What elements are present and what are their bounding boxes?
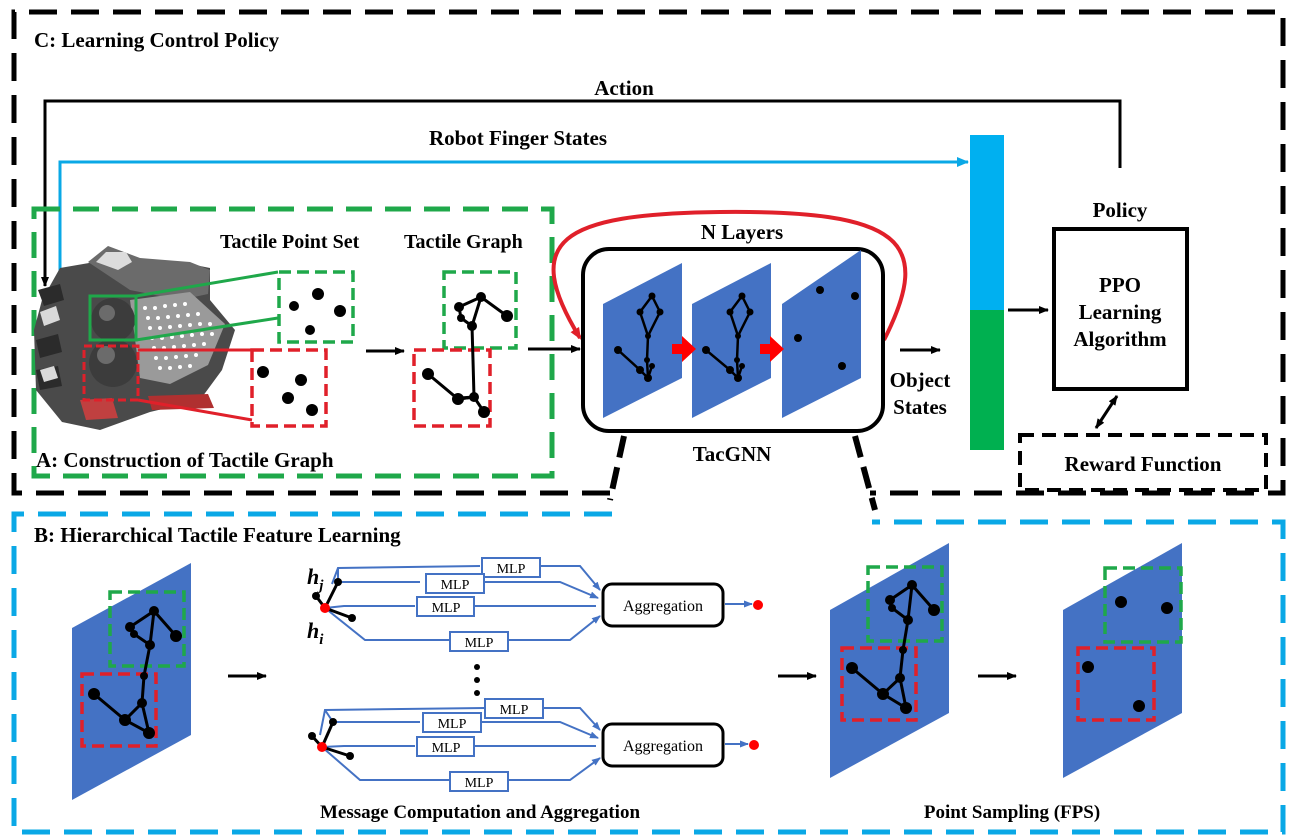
mlp-box-4: MLP — [449, 631, 509, 652]
expand-line-left — [607, 435, 627, 501]
mlp-box-1: MLP — [481, 557, 541, 578]
action-label: Action — [594, 76, 654, 100]
ppo-line2: Learning — [1079, 300, 1162, 324]
layer-1-graph — [614, 292, 664, 382]
message-group-bottom — [308, 707, 759, 781]
layer-2-graph — [702, 292, 754, 382]
reward-double-arrow — [1094, 395, 1119, 429]
panel-a-frame — [31, 206, 555, 479]
h-j-label: hj — [307, 564, 324, 594]
red-connector-bottom — [137, 398, 253, 422]
svg-text:Aggregation: Aggregation — [623, 598, 703, 615]
tactile-point-set-label: Tactile Point Set — [220, 231, 360, 253]
policy-label: Policy — [1093, 198, 1148, 222]
layer-3-points — [794, 286, 859, 370]
mlp-box-5: MLP — [484, 698, 544, 719]
point-sampling-label: Point Sampling (FPS) — [924, 802, 1100, 823]
n-layers-label: N Layers — [701, 220, 783, 244]
b-input-graph — [88, 606, 182, 739]
graph-green-box — [442, 270, 518, 350]
b-input-plane — [72, 563, 191, 800]
svg-text:MLP: MLP — [432, 741, 461, 756]
panel-b-title: B: Hierarchical Tactile Feature Learning — [34, 523, 401, 547]
aggregation-box-top: Aggregation — [601, 582, 725, 628]
h-i-label: hi — [307, 618, 324, 648]
expand-line-right — [852, 435, 878, 511]
fps-plane-1 — [830, 543, 949, 778]
svg-text:MLP: MLP — [465, 776, 494, 791]
fps-plane-2-red-box — [1076, 646, 1156, 722]
reward-function-box — [1018, 433, 1268, 492]
tactile-graph-label: Tactile Graph — [404, 231, 523, 253]
tactile-graph-nodes — [422, 292, 513, 418]
ellipsis-dots — [474, 664, 480, 696]
fps-plane-1-graph — [846, 580, 940, 714]
svg-text:MLP: MLP — [465, 636, 494, 651]
robot-finger-states-label: Robot Finger States — [429, 126, 607, 150]
n-layers-loop-arrow — [551, 209, 908, 341]
mlp-box-3: MLP — [416, 596, 475, 617]
object-states-label-line1: Object — [890, 368, 951, 392]
gnn-layer-plane-2 — [692, 263, 771, 418]
svg-text:Aggregation: Aggregation — [623, 738, 703, 755]
state-vector-green — [970, 310, 1004, 450]
mlp-box-2: MLP — [425, 573, 485, 594]
ppo-line1: PPO — [1099, 273, 1141, 297]
gnn-layer-plane-1 — [603, 263, 682, 418]
gnn-layer-plane-3 — [782, 250, 861, 418]
object-states-label-line2: States — [893, 395, 947, 419]
robot-finger-states-arrow — [58, 157, 969, 300]
fps-plane-2-points — [1082, 596, 1173, 712]
message-computation-label: Message Computation and Aggregation — [320, 802, 640, 823]
tacgnn-label: TacGNN — [693, 442, 772, 466]
point-set-green-box — [277, 270, 355, 344]
panel-b-frame — [11, 511, 1286, 835]
action-arrow — [41, 99, 1122, 287]
panel-c-title: C: Learning Control Policy — [34, 28, 280, 52]
green-connector-bottom — [135, 316, 279, 342]
point-set-red-box — [250, 348, 328, 428]
fps-plane-2 — [1063, 543, 1182, 778]
mlp-box-8: MLP — [449, 771, 509, 792]
graph-red-box — [412, 348, 492, 428]
aggregation-box-bottom: Aggregation — [601, 722, 725, 768]
layer-red-arrows — [672, 336, 784, 362]
point-set-green-points — [289, 288, 346, 335]
state-vector-cyan — [970, 135, 1004, 310]
svg-text:MLP: MLP — [497, 562, 526, 577]
reward-function-label: Reward Function — [1065, 452, 1222, 476]
fps-plane-2-green-box — [1103, 566, 1183, 644]
svg-text:MLP: MLP — [432, 601, 461, 616]
svg-text:MLP: MLP — [441, 578, 470, 593]
mlp-box-6: MLP — [422, 712, 482, 733]
ppo-line3: Algorithm — [1073, 327, 1167, 351]
tactile-graph-edges — [427, 295, 508, 413]
svg-text:MLP: MLP — [438, 717, 467, 732]
hand-green-region — [88, 294, 138, 342]
green-connector-top — [135, 270, 279, 298]
panel-a-title: A: Construction of Tactile Graph — [36, 448, 334, 472]
point-set-red-points — [257, 366, 318, 416]
ppo-box — [1052, 227, 1189, 391]
message-group-top — [312, 565, 763, 641]
b-input-red-box — [80, 672, 158, 748]
svg-text:MLP: MLP — [500, 703, 529, 718]
fps-plane-1-red-box — [840, 646, 918, 722]
hand-red-region — [82, 344, 140, 402]
mlp-box-7: MLP — [416, 736, 475, 757]
